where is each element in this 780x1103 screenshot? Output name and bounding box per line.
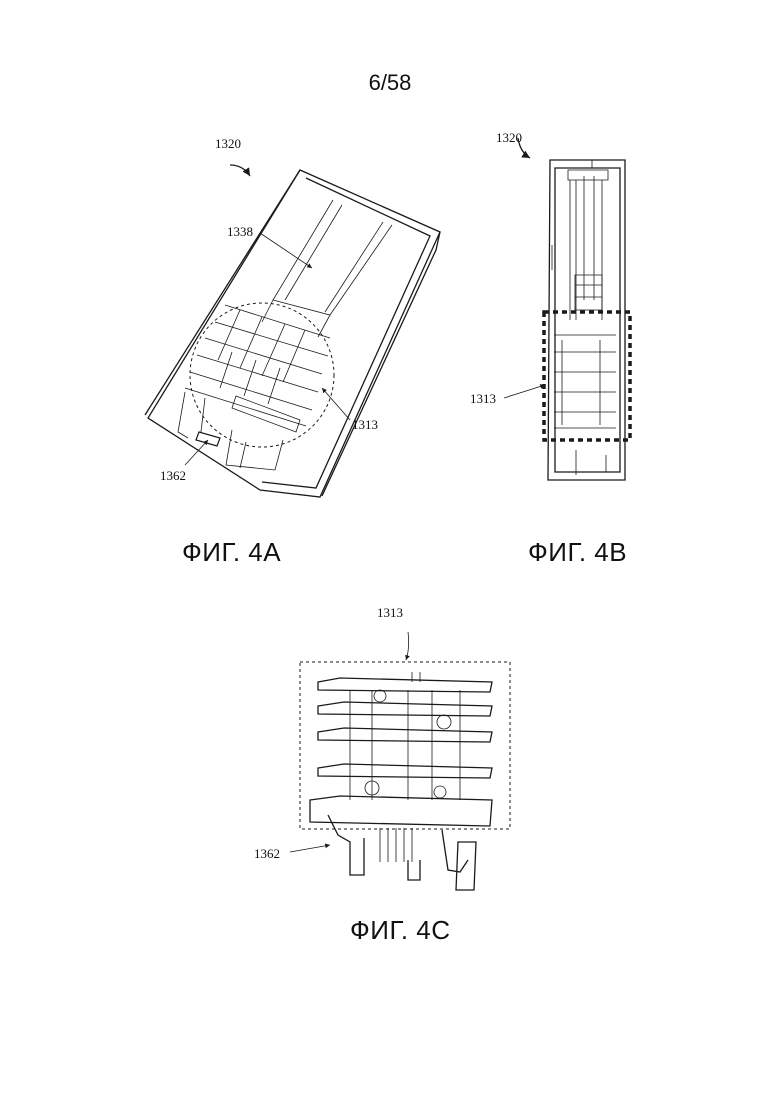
ref-1338: 1338 — [227, 224, 253, 240]
ref-1362-fig-4a: 1362 — [160, 468, 186, 484]
fig-4a-caption: ФИГ. 4А — [182, 537, 281, 568]
fig-4c-caption: ФИГ. 4С — [350, 915, 451, 946]
ref-1320-fig-4b: 1320 — [496, 130, 522, 146]
fig-4b-caption: ФИГ. 4В — [528, 537, 627, 568]
fig-4a-drawing — [145, 165, 440, 497]
ref-1320-fig-4a: 1320 — [215, 136, 241, 152]
fig-4c-drawing — [290, 632, 510, 890]
ref-1313-fig-4c: 1313 — [377, 605, 403, 621]
fig-4b-drawing — [504, 138, 630, 480]
ref-1313-fig-4b: 1313 — [470, 391, 496, 407]
ref-1362-fig-4c: 1362 — [254, 846, 280, 862]
ref-1313-fig-4a: 1313 — [352, 417, 378, 433]
